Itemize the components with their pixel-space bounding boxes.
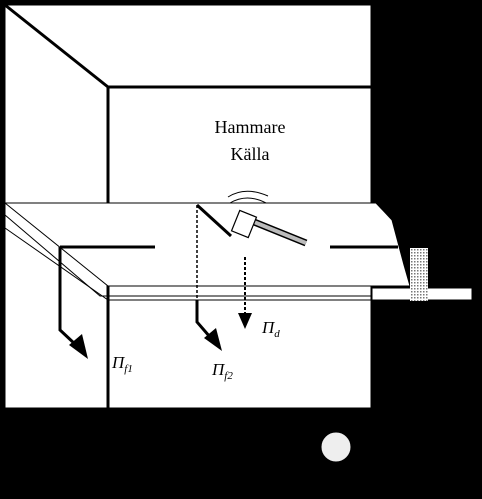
direct-path-label: Πd (261, 318, 280, 340)
direct-path-arrowhead (238, 313, 252, 329)
partition-top (195, 203, 233, 238)
floor-slab-lower (4, 214, 380, 297)
perspective-edge (4, 3, 109, 89)
flank1-path-line (58, 247, 78, 347)
legend-label-line1: Mikrofon (212, 427, 266, 442)
flank2-path-arrowhead (204, 328, 222, 351)
source-label-line1: Hammare (215, 117, 286, 137)
source-label-line2: Källa (231, 144, 270, 164)
flank1-path-label: Πf1 (111, 353, 133, 375)
legend-label-line2: Mottagare (212, 448, 270, 463)
wall-shading (410, 248, 428, 301)
flank2-path-label: Πf2 (211, 360, 233, 382)
flank2-path-line (195, 300, 212, 338)
hammer-icon (227, 190, 308, 247)
flank1-path-arrowhead (69, 334, 88, 359)
flank-right-path-label: Πf1 (382, 369, 404, 391)
microphone-circle-icon (320, 431, 352, 463)
